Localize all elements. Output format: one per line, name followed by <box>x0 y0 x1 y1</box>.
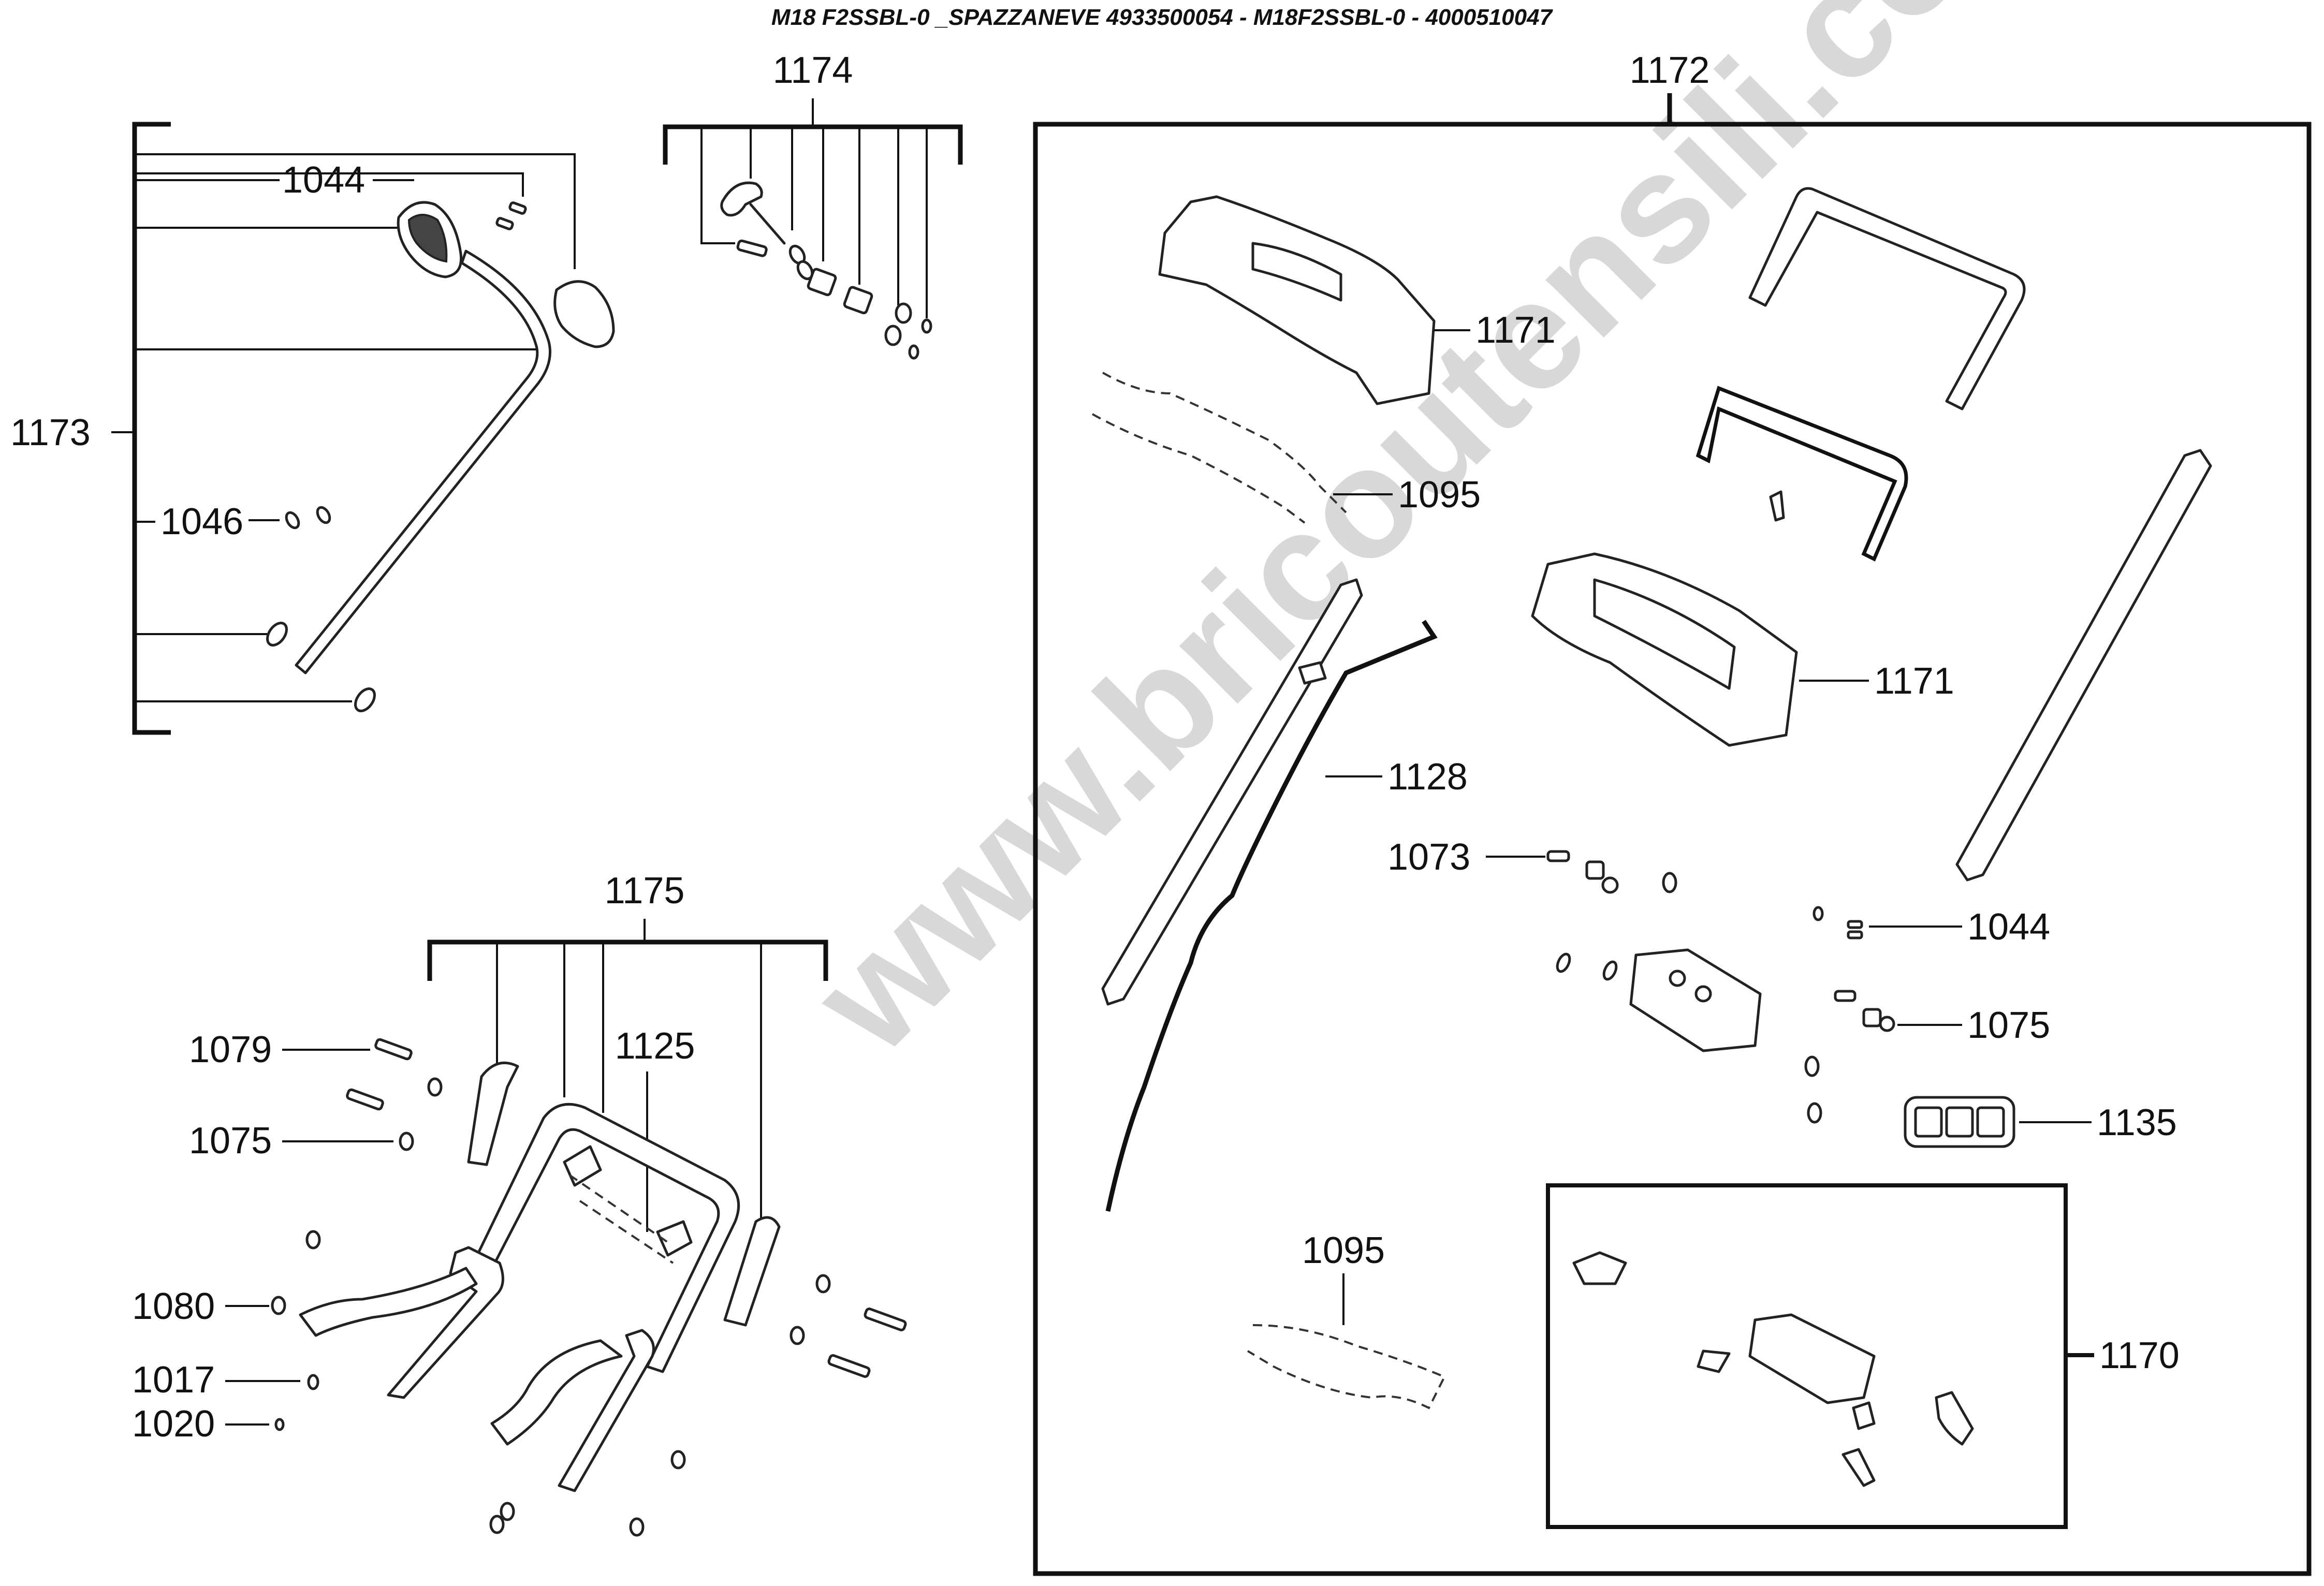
callout-1171-top: 1171 <box>1475 310 1556 351</box>
callout-1128: 1128 <box>1387 756 1468 798</box>
callout-1135: 1135 <box>2097 1102 2177 1143</box>
wiring-1095-lower <box>1247 1324 1446 1409</box>
callout-1175: 1175 <box>605 870 685 912</box>
callout-1075-right: 1075 <box>1967 1005 2050 1046</box>
lower-leg-right <box>558 1329 655 1492</box>
lower-u-frame <box>464 1103 740 1373</box>
bracket-1174 <box>663 124 963 165</box>
callout-1170: 1170 <box>2099 1335 2180 1376</box>
side-tube-right <box>1955 449 2212 882</box>
frame-1172 <box>1033 122 2312 1576</box>
callout-1172: 1172 <box>1630 50 1710 91</box>
group-1173: 1173 1044 1046 <box>10 122 615 735</box>
bracket-1173 <box>132 122 171 735</box>
scraper-left <box>299 1267 478 1337</box>
top-handle-bar <box>1748 187 2026 410</box>
callout-1017: 1017 <box>132 1359 215 1401</box>
watermark: www.bricoutensili.com <box>779 0 2095 1086</box>
knob-1174 <box>720 181 763 217</box>
callout-1095-top: 1095 <box>1398 474 1481 516</box>
callout-1125: 1125 <box>615 1025 695 1067</box>
callout-1174: 1174 <box>773 50 853 91</box>
callout-1095-bottom: 1095 <box>1302 1230 1385 1271</box>
callout-1020: 1020 <box>132 1403 215 1445</box>
wiring-1095-upper <box>1102 372 1347 513</box>
callout-1044-right: 1044 <box>1967 906 2050 948</box>
cable-1128 <box>1105 620 1438 1212</box>
callout-1044-top: 1044 <box>282 159 365 201</box>
switch-board <box>1629 948 1762 1052</box>
callout-1046: 1046 <box>160 501 243 542</box>
scraper-right <box>490 1339 623 1446</box>
side-bracket-left <box>467 1061 519 1166</box>
trigger-cover <box>553 280 615 348</box>
group-1174: 1174 <box>663 50 963 360</box>
callout-1079: 1079 <box>189 1029 272 1070</box>
bracket-1175 <box>427 939 828 981</box>
callout-1075-left: 1075 <box>189 1120 272 1162</box>
side-tube-left <box>1101 578 1363 1006</box>
bail-bar <box>1696 386 1908 562</box>
callout-1080: 1080 <box>132 1286 215 1327</box>
side-bracket-right <box>723 1216 781 1327</box>
group-1175: 1175 1125 1079 1075 1080 1017 1020 <box>132 870 907 1537</box>
group-1172: 1172 1171 1095 1171 1128 1073 <box>1033 50 2312 1576</box>
callout-1173: 1173 <box>10 412 91 453</box>
lower-leg-left <box>387 1246 504 1399</box>
housing-upper <box>1158 195 1436 405</box>
callout-1073: 1073 <box>1387 836 1470 878</box>
diagram-title: M18 F2SSBL-0 _SPAZZANEVE 4933500054 - M1… <box>771 5 1554 30</box>
control-board <box>1748 1313 1876 1404</box>
callout-1171-bottom: 1171 <box>1874 660 1954 702</box>
handle-tube <box>295 249 551 674</box>
